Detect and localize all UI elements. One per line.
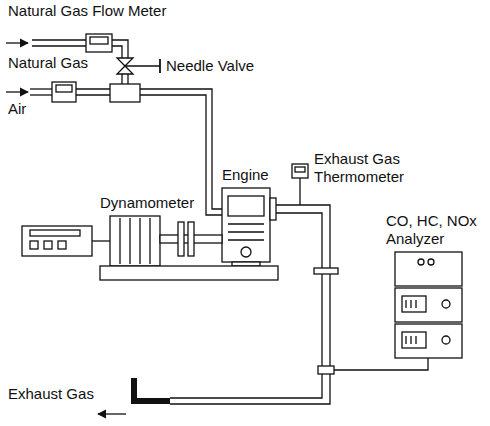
engine-head	[228, 196, 264, 216]
analyzer-knob	[442, 300, 450, 308]
inlet-label: Natural Gas	[8, 54, 88, 72]
dynamometer-body	[110, 216, 160, 266]
meter-display	[56, 85, 72, 92]
mixer-box	[110, 84, 140, 102]
thermometer-gauge	[292, 164, 308, 178]
inlet-label: Air	[8, 100, 26, 118]
analyzer-unit	[395, 288, 462, 322]
gas-pipe	[32, 39, 86, 40]
controller-button	[44, 241, 52, 249]
needle-valve-symbol	[117, 66, 133, 74]
exhaust-flange	[270, 198, 276, 220]
air-flow-meter	[52, 82, 76, 102]
valve-label: Needle Valve	[166, 57, 254, 75]
gas-inlet-arrow	[6, 42, 28, 43]
analyzer-display	[402, 296, 426, 312]
exhaust-pipe	[276, 205, 330, 385]
intake-pipe	[140, 89, 222, 209]
thermometer-label: Exhaust Gas Thermometer	[314, 150, 414, 186]
air-inlet-arrow	[6, 91, 28, 92]
tail-pipe	[170, 385, 322, 398]
exhaust-pipe	[276, 213, 322, 385]
needle-valve-symbol	[117, 58, 133, 66]
gas-pipe	[32, 45, 86, 46]
analyzer-label: CO, HC, NOx Analyzer	[386, 212, 484, 248]
shaft-coupling	[178, 222, 184, 256]
gauge-display	[295, 167, 305, 172]
sampling-probe	[318, 366, 334, 374]
pipe-flange	[314, 268, 338, 274]
air-pipe	[76, 94, 110, 95]
dynamometer-ribs	[120, 218, 150, 264]
display-digits	[406, 336, 416, 344]
controller-button	[30, 241, 38, 249]
controller-cable	[92, 240, 110, 241]
tail-pipe	[170, 385, 330, 404]
gas-pipe	[127, 74, 128, 84]
valve-handle	[159, 59, 161, 73]
shaft-coupling	[188, 222, 194, 256]
air-pipe	[30, 88, 52, 89]
analyzer-knob	[442, 336, 450, 344]
display-digits	[406, 300, 416, 308]
valve-stem	[125, 65, 160, 66]
engine-block	[222, 188, 270, 262]
meter-display	[90, 37, 108, 44]
controller-display	[30, 230, 80, 236]
analyzer-display	[402, 332, 426, 348]
gas-pipe	[112, 46, 122, 58]
indicator-lamp	[418, 259, 424, 265]
outlet-label: Exhaust Gas	[8, 385, 94, 403]
thermometer-stem	[299, 178, 300, 205]
gas-pipe	[112, 40, 128, 58]
indicator-lamp	[428, 259, 434, 265]
engine-label: Engine	[222, 166, 269, 184]
controller-button	[58, 241, 66, 249]
gas-flow-meter	[86, 34, 112, 52]
sampling-line	[334, 358, 428, 370]
dynamometer-label: Dynamometer	[100, 194, 194, 212]
exhaust-outlet	[134, 378, 170, 401]
analyzer-unit	[395, 252, 462, 286]
exhaust-arrow	[98, 413, 126, 414]
air-pipe	[76, 88, 110, 89]
gas-pipe	[121, 74, 122, 84]
dynamometer-controller	[22, 226, 92, 256]
analyzer-unit	[395, 324, 462, 358]
test-bed-base	[100, 266, 278, 280]
engine-fins	[228, 224, 264, 240]
meter-label: Natural Gas Flow Meter	[8, 2, 166, 20]
engine-pulley	[241, 247, 251, 257]
air-pipe	[30, 94, 52, 95]
